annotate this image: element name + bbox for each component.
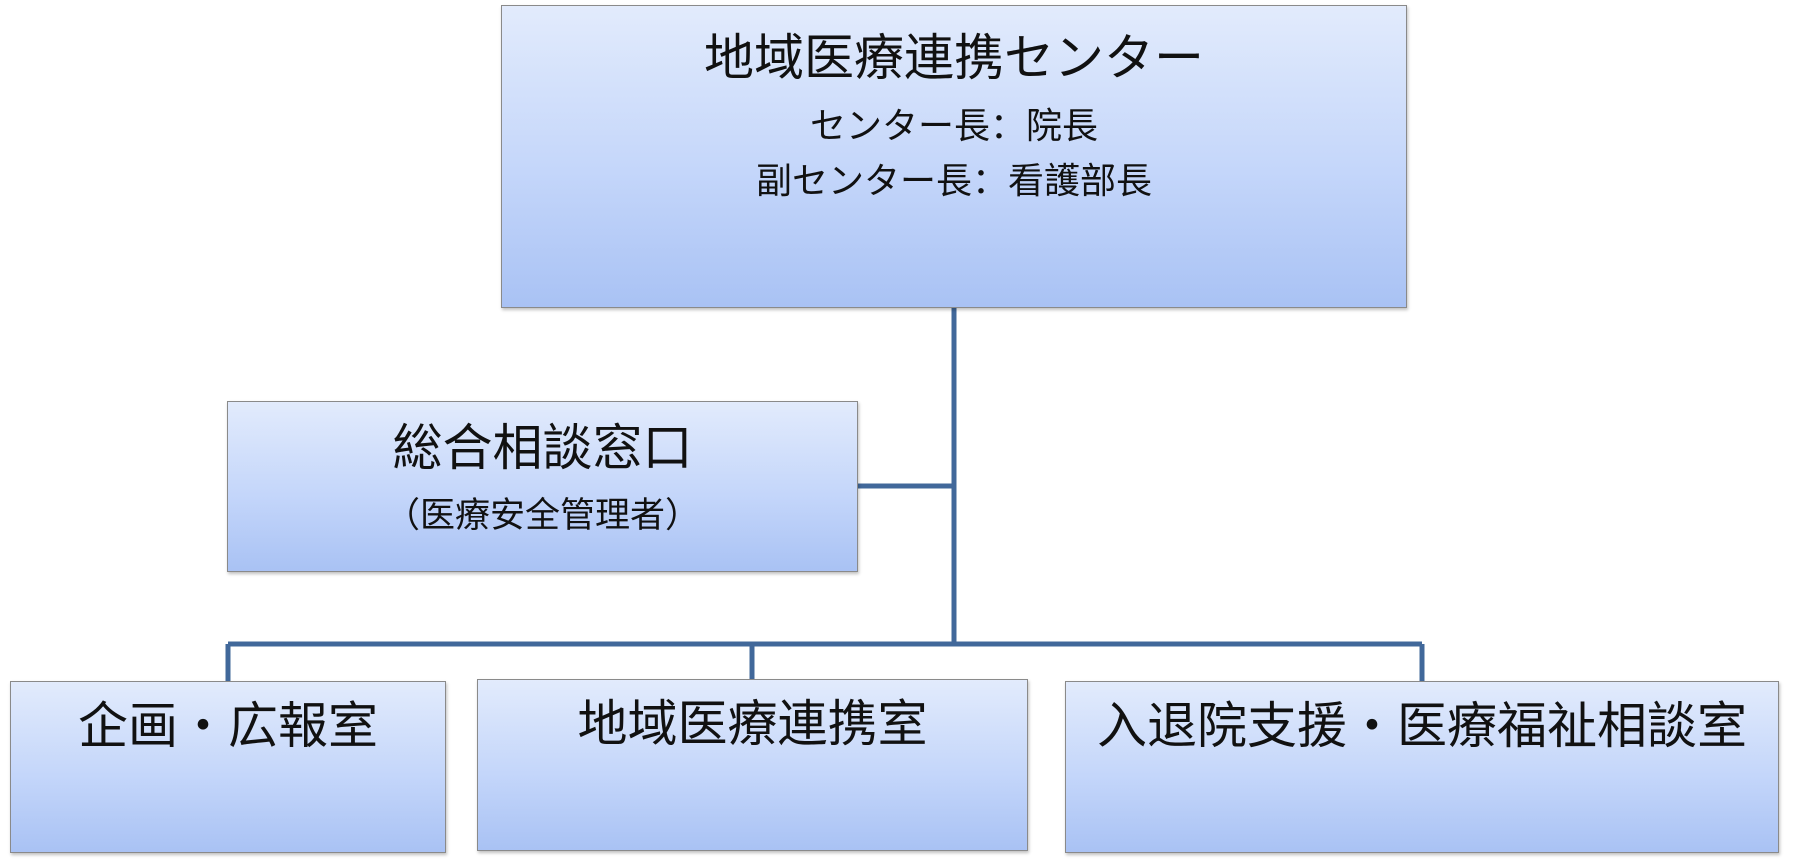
center-head-label: センター長：院長 [809,105,1098,147]
department-box-planning: 企画・広報室 [10,681,446,853]
department-box-support: 入退院支援・医療福祉相談室 [1065,681,1779,853]
consultation-title: 総合相談窓口 [392,419,693,477]
department-title-planning: 企画・広報室 [78,697,378,755]
consultation-box: 総合相談窓口 （医療安全管理者） [227,401,858,572]
center-title: 地域医療連携センター [704,29,1204,87]
consultation-note: （医療安全管理者） [384,495,700,536]
center-deputy-label: 副センター長：看護部長 [755,160,1152,202]
department-title-renkei: 地域医療連携室 [577,695,928,753]
center-box: 地域医療連携センター センター長：院長 副センター長：看護部長 [501,5,1407,308]
department-title-support: 入退院支援・医療福祉相談室 [1097,697,1747,755]
department-box-renkei: 地域医療連携室 [477,679,1028,851]
